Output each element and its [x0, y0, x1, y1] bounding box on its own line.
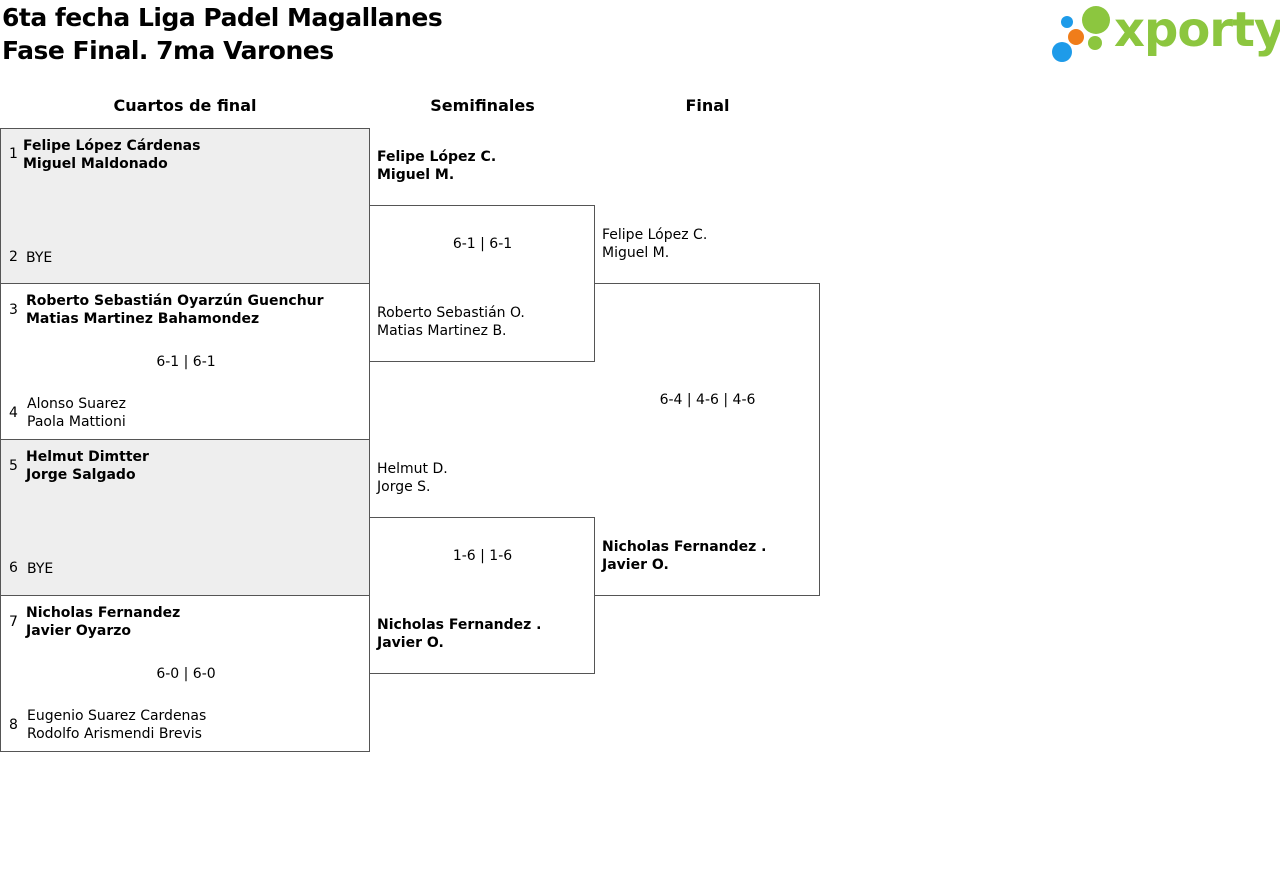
- player-name: Miguel Maldonado: [23, 156, 168, 172]
- seed-number: 3: [9, 302, 18, 318]
- player-name: Javier Oyarzo: [26, 623, 131, 639]
- player-name: Roberto Sebastián O.: [377, 305, 525, 321]
- seed-number: 6: [9, 560, 18, 576]
- page-title: 6ta fecha Liga Padel Magallanes: [2, 3, 443, 32]
- quarterfinal-match-3: 5 Helmut Dimtter Jorge Salgado 6 BYE: [0, 439, 370, 596]
- player-name: Felipe López C.: [602, 227, 708, 243]
- player-name: Rodolfo Arismendi Brevis: [27, 726, 202, 742]
- round-header-final: Final: [685, 96, 730, 115]
- player-name: BYE: [26, 250, 53, 266]
- player-name: Javier O.: [377, 635, 444, 651]
- logo-dot-blue-small: [1061, 16, 1073, 28]
- player-name: Jorge Salgado: [26, 467, 136, 483]
- quarterfinal-match-1: 1 Felipe López Cárdenas Miguel Maldonado…: [0, 128, 370, 284]
- final-match: [594, 283, 820, 596]
- logo-dot-blue: [1052, 42, 1072, 62]
- team-name[interactable]: Helmut Dimtter Jorge Salgado: [26, 448, 149, 484]
- player-name: Eugenio Suarez Cardenas: [27, 708, 207, 724]
- round-header-semifinals: Semifinales: [430, 96, 535, 115]
- player-name: Helmut Dimtter: [26, 449, 149, 465]
- player-name: Helmut D.: [377, 461, 448, 477]
- semifinal-2-team-bottom[interactable]: Nicholas Fernandez . Javier O.: [377, 616, 542, 652]
- player-name: Jorge S.: [377, 479, 431, 495]
- logo-dot-green: [1082, 6, 1110, 34]
- player-name: Felipe López Cárdenas: [23, 138, 201, 154]
- player-name: Miguel M.: [377, 167, 455, 183]
- player-name: Javier O.: [602, 557, 669, 573]
- team-name[interactable]: Eugenio Suarez Cardenas Rodolfo Arismend…: [27, 707, 206, 743]
- player-name: Matias Martinez B.: [377, 323, 507, 339]
- final-team-bottom[interactable]: Nicholas Fernandez . Javier O.: [602, 538, 767, 574]
- player-name: Paola Mattioni: [27, 414, 126, 430]
- logo-wordmark: xporty: [1114, 2, 1280, 58]
- quarterfinal-match-2: 3 Roberto Sebastián Oyarzún Guenchur Mat…: [0, 283, 370, 440]
- team-name[interactable]: BYE: [26, 249, 52, 267]
- seed-number: 2: [9, 249, 18, 265]
- semifinal-1-score: 6-1 | 6-1: [452, 236, 513, 252]
- match-score: 6-1 | 6-1: [156, 354, 216, 370]
- seed-number: 7: [9, 614, 18, 630]
- player-name: Felipe López C.: [377, 149, 497, 165]
- xporty-logo[interactable]: xporty: [1050, 2, 1280, 66]
- player-name: Matias Martinez Bahamondez: [26, 311, 260, 327]
- player-name: Nicholas Fernandez: [26, 605, 181, 621]
- player-name: Alonso Suarez: [27, 396, 126, 412]
- team-name[interactable]: BYE: [27, 560, 53, 578]
- logo-dot-orange: [1068, 29, 1084, 45]
- logo-dot-green-small: [1088, 36, 1102, 50]
- seed-number: 4: [9, 405, 18, 421]
- quarterfinal-match-4: 7 Nicholas Fernandez Javier Oyarzo 6-0 |…: [0, 595, 370, 752]
- final-score: 6-4 | 4-6 | 4-6: [659, 392, 756, 408]
- team-name[interactable]: Felipe López Cárdenas Miguel Maldonado: [23, 137, 200, 173]
- page-subtitle: Fase Final. 7ma Varones: [2, 36, 334, 65]
- player-name: Nicholas Fernandez .: [377, 617, 542, 633]
- player-name: Roberto Sebastián Oyarzún Guenchur: [26, 293, 324, 309]
- player-name: Nicholas Fernandez .: [602, 539, 767, 555]
- team-name[interactable]: Roberto Sebastián Oyarzún Guenchur Matia…: [26, 292, 324, 328]
- seed-number: 8: [9, 717, 18, 733]
- team-name[interactable]: Nicholas Fernandez Javier Oyarzo: [26, 604, 180, 640]
- player-name: Miguel M.: [602, 245, 670, 261]
- semifinal-2-score: 1-6 | 1-6: [452, 548, 513, 564]
- semifinal-1-team-bottom[interactable]: Roberto Sebastián O. Matias Martinez B.: [377, 304, 525, 340]
- final-team-top[interactable]: Felipe López C. Miguel M.: [602, 226, 707, 262]
- semifinal-1-team-top[interactable]: Felipe López C. Miguel M.: [377, 148, 496, 184]
- team-name[interactable]: Alonso Suarez Paola Mattioni: [27, 395, 126, 431]
- semifinal-2-team-top[interactable]: Helmut D. Jorge S.: [377, 460, 448, 496]
- player-name: BYE: [27, 561, 54, 577]
- seed-number: 1: [9, 146, 18, 162]
- round-header-quarterfinals: Cuartos de final: [113, 96, 257, 115]
- match-score: 6-0 | 6-0: [156, 666, 216, 682]
- seed-number: 5: [9, 458, 18, 474]
